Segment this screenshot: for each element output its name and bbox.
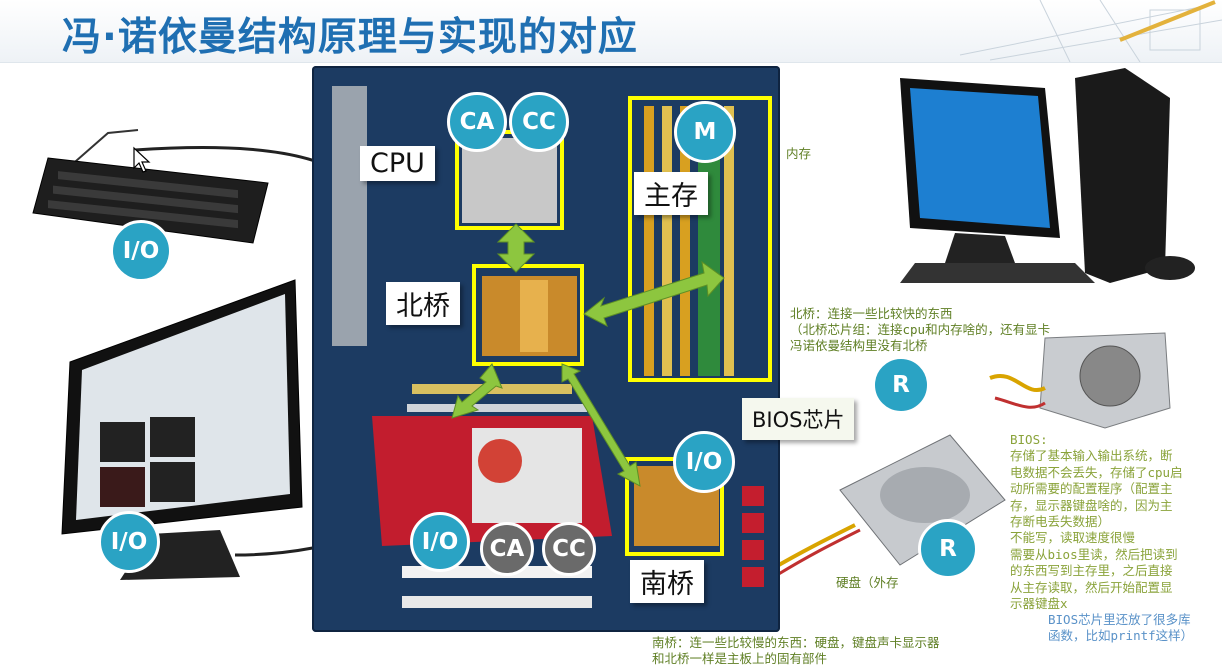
keyboard-io-badge: I/O [110,220,172,282]
southbridge-io-badge: I/O [673,431,735,493]
hard-disk-note: 硬盘（外存 [836,575,899,590]
main-memory-label: 主存 [634,172,708,215]
bios-chip-label: BIOS芯片 [742,398,855,440]
power-supply-illustration [989,332,1171,429]
south-bridge-label: 南桥 [630,560,704,603]
bios-library-note: BIOS芯片里还放了很多库 函数，比如printf这样） [1048,612,1194,643]
graphics-cc-badge: CC [542,522,596,576]
drafting-decoration [959,0,1222,62]
monitor-io-badge: I/O [98,511,160,573]
north-bridge-label: 北桥 [386,282,460,325]
memory-badge: M [674,101,736,163]
ca-badge: CA [447,92,507,152]
keyboard-illustration [32,129,269,244]
memory-note: 内存 [786,146,812,161]
cc-badge: CC [509,92,569,152]
north-bridge-note: 北桥：连接一些比较快的东西 （北桥芯片组：连接cpu和内存啥的，还有显卡 冯诺依… [790,306,1051,353]
mouse-cursor-icon [133,146,151,173]
page-title: 冯·诺依曼结构原理与实现的对应 [62,15,638,60]
graphics-io-badge: I/O [410,512,470,572]
hard-disk-illustration [769,434,1006,577]
south-bridge-note: 南桥：连一些比较慢的东西：硬盘，键盘声卡显示器 和北桥一样是主板上的固有部件 [652,635,940,666]
title-bar: 冯·诺依曼结构原理与实现的对应 [0,0,1222,63]
desktop-computer-illustration [900,68,1195,283]
cpu-label: CPU [360,146,435,181]
bios-note: BIOS: 存储了基本输入输出系统，断 电数据不会丢失，存储了cpu启 动所需要… [1010,432,1183,612]
graphics-ca-badge: CA [480,522,534,576]
bios-r-badge: R [872,356,930,414]
disk-r-badge: R [918,519,978,579]
